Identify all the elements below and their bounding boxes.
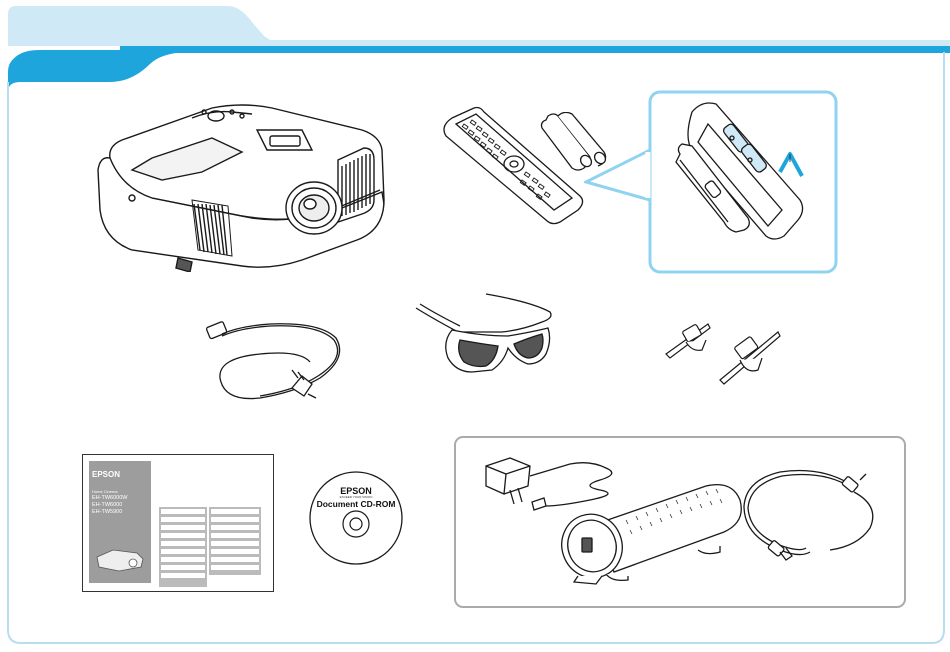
cable-tie-icon [662, 318, 792, 388]
manual-index-left [159, 507, 207, 587]
manual-subtitle: Home Cinema [92, 489, 118, 494]
cd-rom-icon: EPSON EXCEED YOUR VISION Document CD-ROM [308, 470, 404, 566]
wireless-transmitter-icon [556, 480, 746, 590]
manual-model-1: EH-TW6000W [92, 495, 127, 501]
callout-pointer [586, 150, 650, 200]
header-bar-strip [120, 46, 950, 53]
manual-model-3: EH-TW5900 [92, 509, 122, 515]
power-cord-icon [200, 318, 350, 408]
3d-glasses-icon [412, 292, 562, 376]
projector-icon [92, 100, 392, 272]
manual-index-right [209, 507, 261, 575]
battery-insertion-icon [584, 90, 840, 276]
manual-model-2: EH-TW6000 [92, 502, 122, 508]
manual-projector-thumbnail [93, 547, 145, 573]
manual-booklet-icon: EPSON Home Cinema EH-TW6000W EH-TW6000 E… [82, 454, 274, 592]
manual-logo-strip [195, 465, 267, 474]
header-tab [8, 6, 950, 46]
hdmi-cable-icon [740, 456, 890, 576]
manual-brand: EPSON [92, 470, 120, 479]
cd-label: Document CD-ROM [308, 499, 404, 509]
